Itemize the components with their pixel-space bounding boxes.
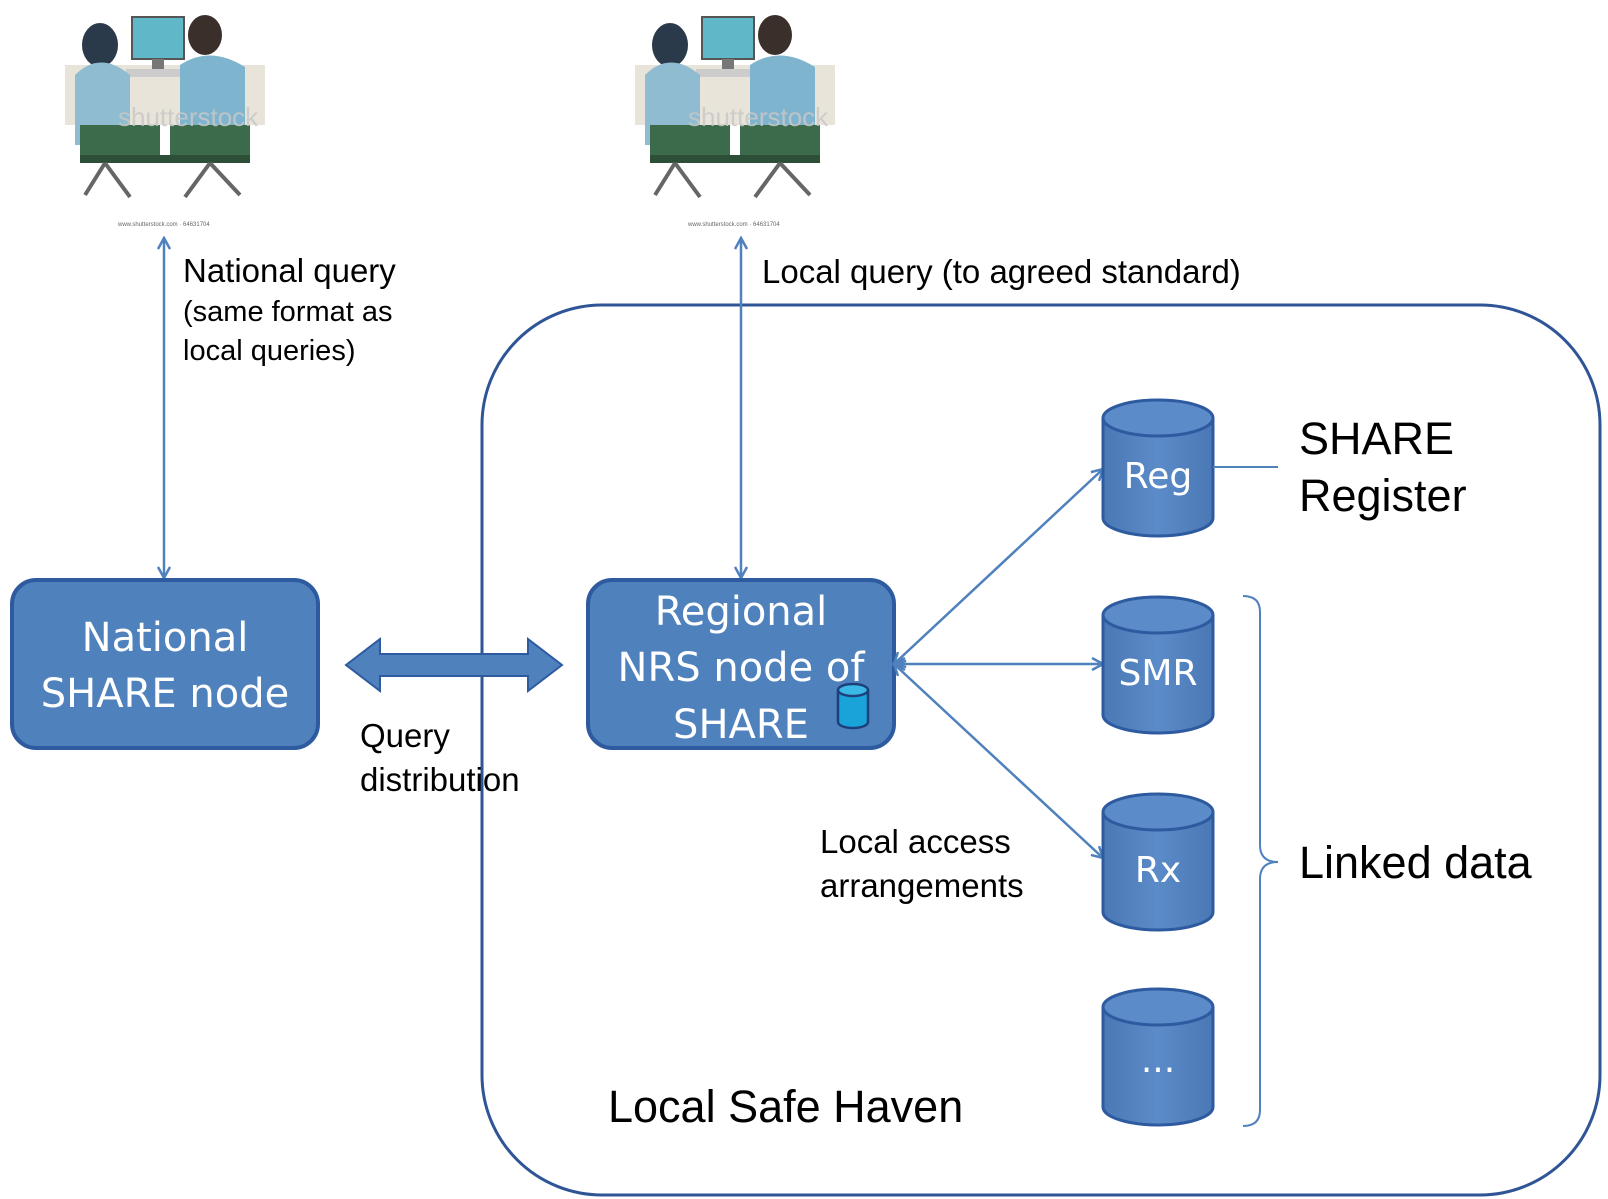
- safe-haven-label: Local Safe Haven: [608, 1081, 964, 1132]
- query-distribution-arrow: [344, 636, 564, 694]
- query-distribution-line2: distribution: [360, 761, 520, 798]
- national-query-note-line2: local queries): [183, 335, 356, 367]
- national-query-note-line1: (same format as: [183, 296, 393, 328]
- national-node-line1: National: [81, 615, 249, 661]
- regional-node-line2: NRS node of: [617, 645, 865, 691]
- share-register-line1: SHARE: [1299, 413, 1455, 464]
- arrow-to-reg: [894, 469, 1103, 664]
- reg-database: [1101, 398, 1215, 538]
- local-query-label: Local query (to agreed standard): [762, 253, 1241, 290]
- rx-label: Rx: [1134, 850, 1182, 891]
- safe-haven-region: [480, 303, 1602, 1197]
- more-database: [1101, 987, 1215, 1127]
- smr-database: [1101, 595, 1215, 735]
- more-label: ...: [1140, 1040, 1176, 1081]
- smr-label: SMR: [1118, 653, 1198, 694]
- local-user-illustration: [635, 15, 835, 199]
- national-query-label: National query: [183, 252, 396, 289]
- regional-node-line3: SHARE: [673, 702, 809, 748]
- rx-database: [1101, 792, 1215, 932]
- linked-data-brace: [1242, 595, 1279, 1127]
- arrow-to-rx: [894, 664, 1103, 858]
- caption-local: www.shutterstock.com · 64631704: [688, 222, 780, 228]
- watermark-local: shutterstock: [688, 102, 829, 132]
- caption-national: www.shutterstock.com · 64631704: [118, 222, 210, 228]
- national-node-line2: SHARE node: [40, 671, 290, 717]
- national-user-illustration: [65, 15, 265, 199]
- local-access-line1: Local access: [820, 823, 1011, 860]
- local-access-line2: arrangements: [820, 867, 1024, 904]
- regional-node-db-icon: [836, 682, 870, 730]
- reg-label: Reg: [1123, 456, 1193, 497]
- share-register-line2: Register: [1299, 470, 1467, 521]
- linked-data-label: Linked data: [1299, 837, 1532, 888]
- query-distribution-line1: Query: [360, 717, 450, 754]
- watermark-national: shutterstock: [118, 102, 259, 132]
- regional-node-line1: Regional: [654, 589, 828, 635]
- national-share-node: [10, 578, 320, 750]
